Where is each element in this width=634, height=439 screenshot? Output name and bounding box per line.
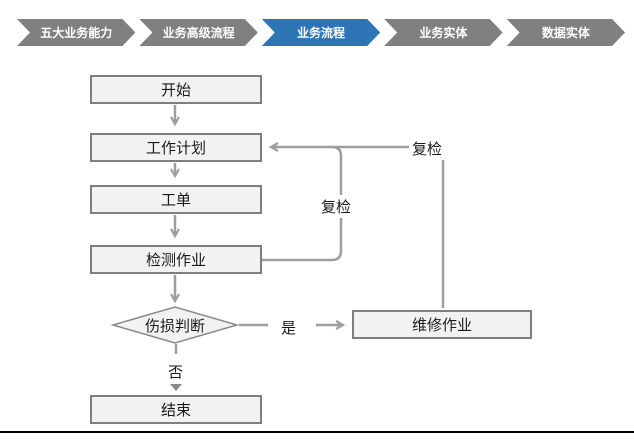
flow-node-damage-decision: 伤损判断	[144, 318, 205, 335]
breadcrumb-step-high-level-process[interactable]: 业务高级流程	[139, 19, 257, 46]
breadcrumb-step-business-entity[interactable]: 业务实体	[384, 19, 502, 46]
flow-node-repair: 维修作业	[352, 310, 532, 339]
flow-node-work-plan: 工作计划	[90, 133, 262, 162]
connector-repair-recheck-loop	[268, 142, 445, 308]
arrowhead-into-end	[170, 384, 182, 391]
flow-node-work-order: 工单	[90, 185, 262, 214]
edge-label-yes: 是	[281, 320, 297, 337]
edge-label-recheck-repair: 复检	[409, 137, 446, 160]
edge-label-no: 否	[168, 364, 184, 381]
breadcrumb-step-data-entity[interactable]: 数据实体	[507, 19, 625, 46]
breadcrumb: 五大业务能力 业务高级流程 业务流程 业务实体 数据实体	[17, 19, 625, 46]
flow-node-end: 结束	[90, 395, 262, 424]
breadcrumb-step-five-capabilities[interactable]: 五大业务能力	[17, 19, 135, 46]
decision-diamond-shape	[110, 306, 240, 344]
flow-node-start: 开始	[90, 75, 262, 104]
breadcrumb-step-business-process[interactable]: 业务流程	[262, 19, 380, 46]
bottom-border	[0, 431, 634, 433]
flow-node-inspection: 检测作业	[90, 245, 262, 274]
edge-label-recheck-inspection: 复检	[318, 195, 355, 218]
